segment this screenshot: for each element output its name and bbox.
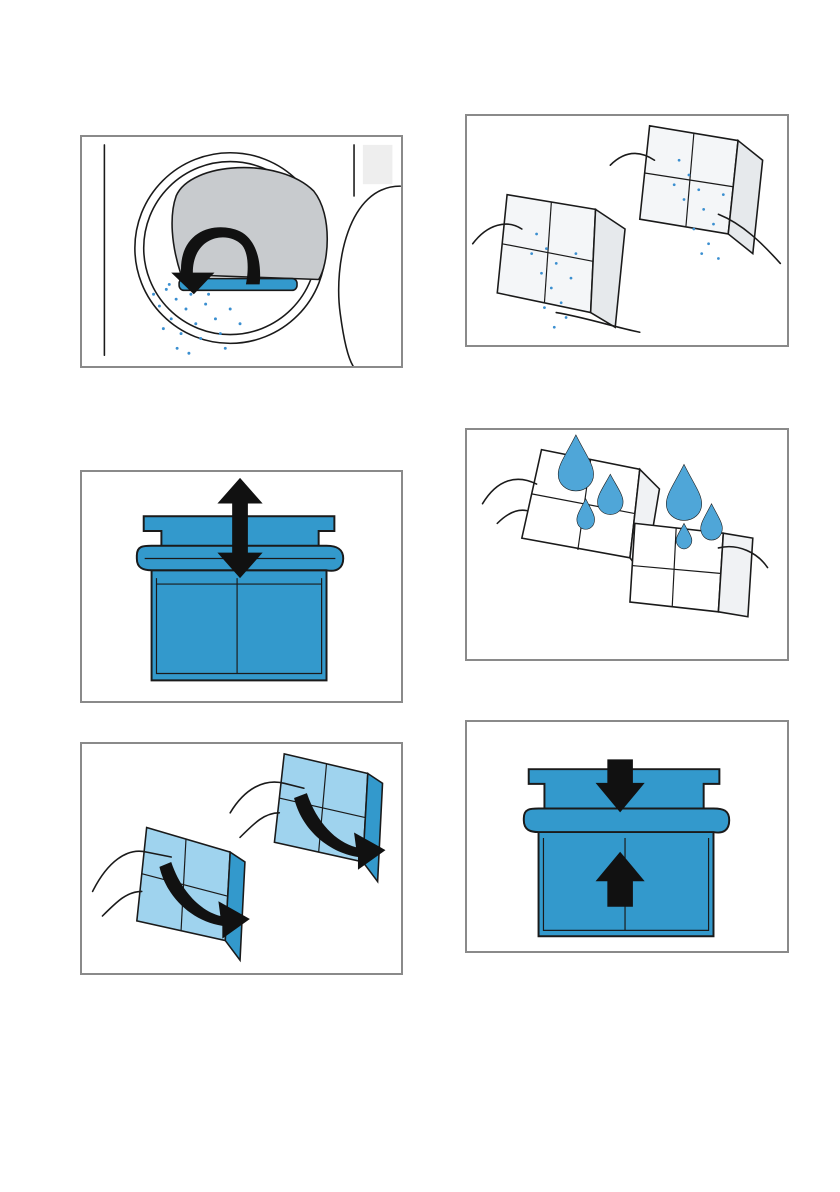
- illustration-panel-step-4: [465, 114, 789, 347]
- illustration-panel-step-5: [465, 428, 789, 661]
- illustration-panel-step-6: [465, 720, 789, 953]
- illustration-panel-step-1: [80, 135, 403, 368]
- lift-inner-filter-icon: [82, 472, 401, 701]
- remove-fluff-icon: [467, 116, 787, 345]
- reassemble-filter-icon: [467, 722, 787, 951]
- illustration-panel-step-2: [80, 470, 403, 703]
- open-filter-icon: [82, 744, 401, 973]
- illustration-panel-step-3: [80, 742, 403, 975]
- dryer-door-fluff-filter-icon: [82, 137, 401, 366]
- rinse-filter-icon: [467, 430, 787, 659]
